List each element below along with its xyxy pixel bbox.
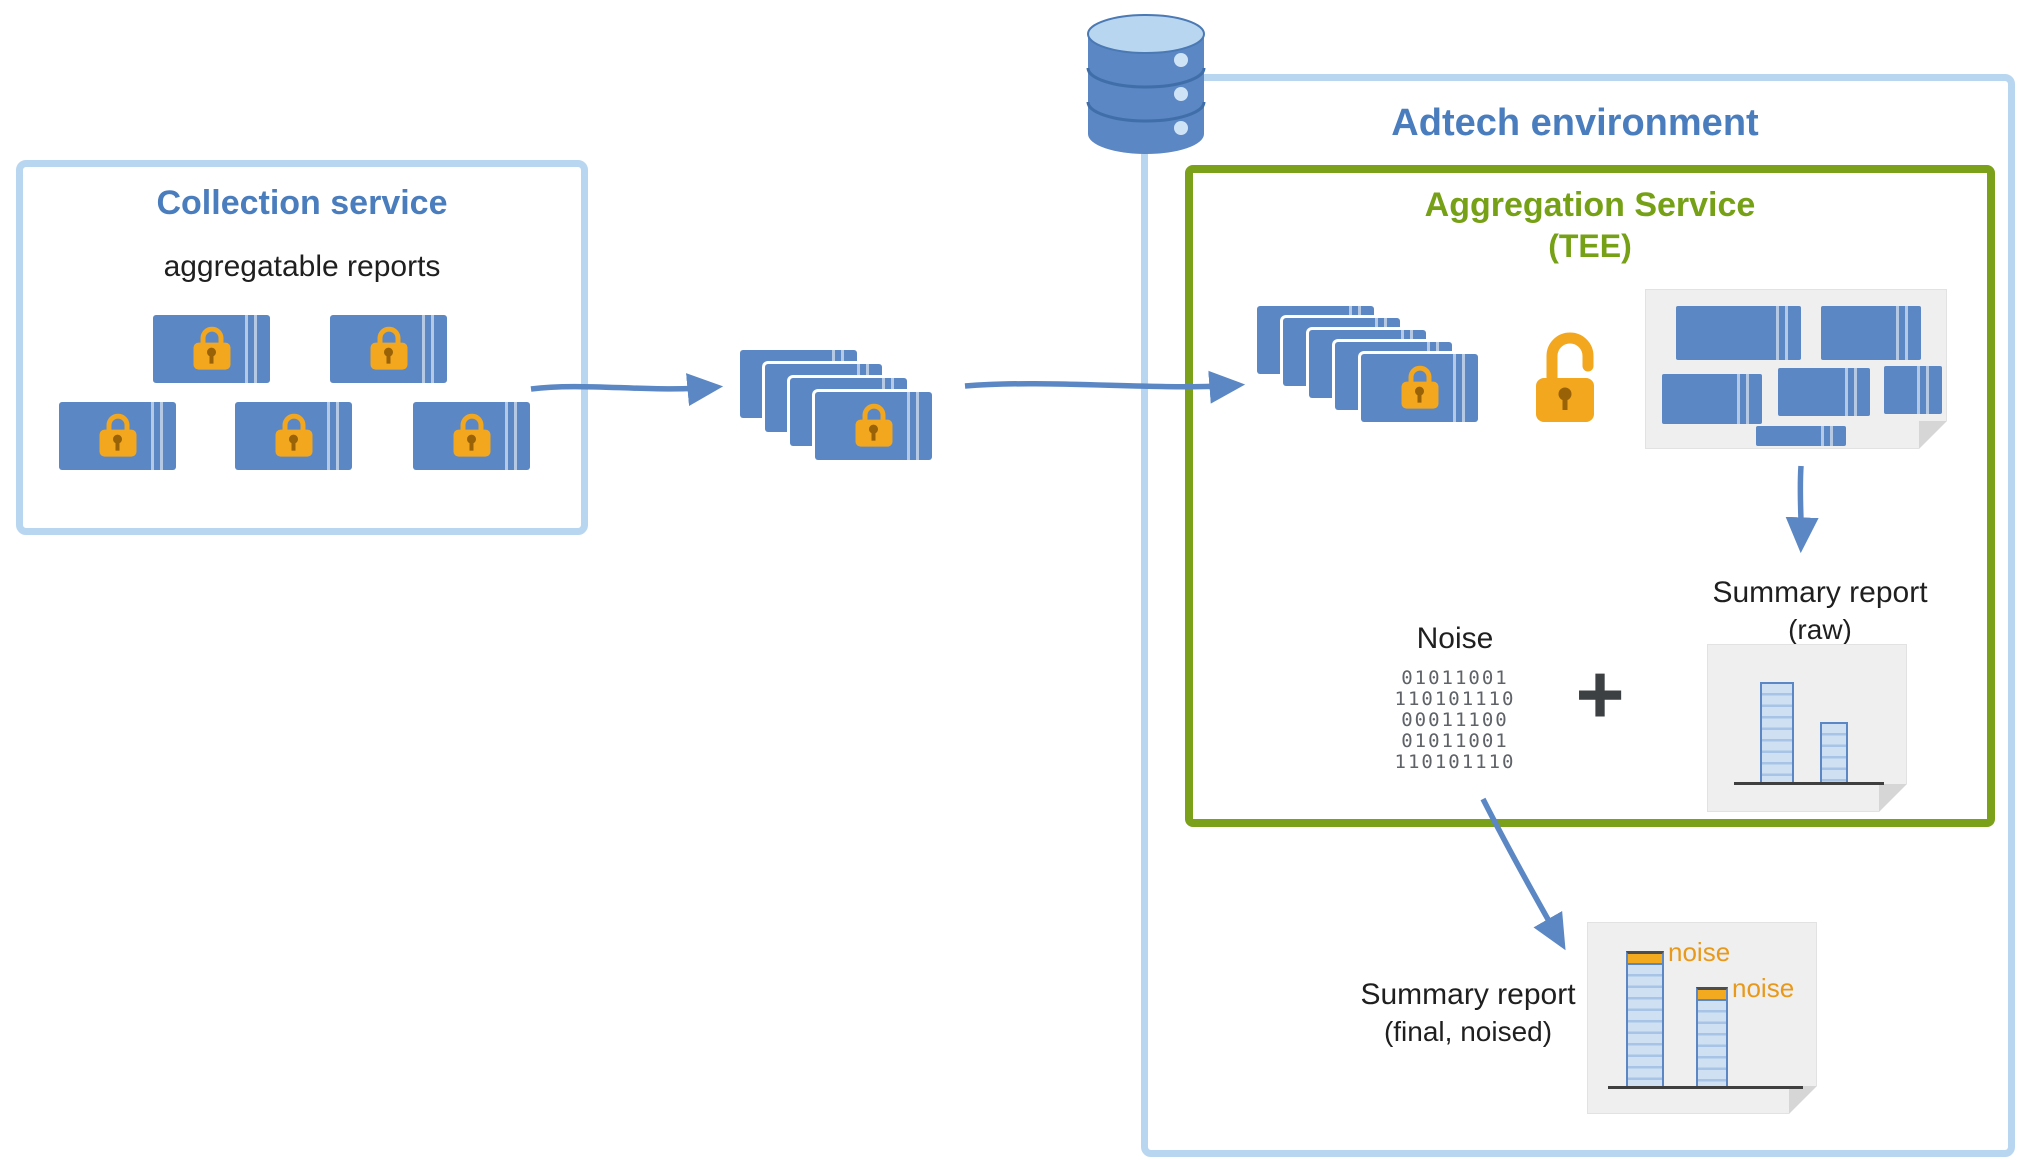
noise-binary-values: 01011001 110101110 00011100 01011001 110… (1372, 668, 1538, 773)
lock-icon (453, 413, 490, 457)
bar (1760, 682, 1794, 782)
noise-tag: noise (1732, 973, 1795, 1003)
summary-report-final-qualifier: (final, noised) (1383, 1016, 1553, 1047)
bar (1626, 963, 1664, 1086)
noise-tag: noise (1668, 937, 1731, 967)
bar (1696, 999, 1728, 1086)
summary-report-final-document: noise noise (1587, 922, 1817, 1114)
decrypted-reports-document (1645, 289, 1947, 449)
lock-icon (1401, 365, 1438, 409)
plus-icon: + (1575, 647, 1625, 741)
report-sheet (815, 392, 932, 460)
open-lock-icon (1536, 332, 1594, 422)
binary-line: 110101110 (1394, 688, 1516, 710)
decrypted-report (1821, 306, 1921, 360)
binary-line: 00011100 (1401, 709, 1509, 731)
aggregatable-reports-label: aggregatable reports (163, 250, 441, 283)
noise-cap (1626, 951, 1664, 963)
summary-report-raw-document (1707, 644, 1907, 812)
binary-line: 110101110 (1394, 751, 1516, 773)
chart-baseline (1608, 1086, 1803, 1089)
encrypted-report-icon (59, 402, 176, 470)
report-sheet (1361, 354, 1478, 422)
database-icon (1086, 14, 1206, 154)
noise-cap (1696, 987, 1728, 999)
encrypted-report-icon (330, 315, 447, 383)
lock-icon (193, 326, 230, 370)
noise-label: Noise (1416, 622, 1494, 655)
summary-report-final-title: Summary report (1360, 978, 1576, 1011)
bar (1820, 722, 1848, 782)
summary-report-raw-qualifier: (raw) (1788, 614, 1852, 645)
summary-report-raw-title: Summary report (1712, 576, 1928, 609)
binary-line: 01011001 (1401, 730, 1509, 752)
decrypted-report (1662, 374, 1762, 424)
encrypted-report-icon (413, 402, 530, 470)
chart-baseline (1734, 782, 1884, 785)
decrypted-report (1884, 366, 1942, 414)
lock-icon (99, 413, 136, 457)
adtech-environment-title: Adtech environment (1391, 102, 1759, 144)
aggregation-service-title: Aggregation Service (1424, 186, 1756, 224)
decrypted-report (1778, 368, 1870, 416)
decrypted-report (1676, 306, 1801, 360)
decrypted-report (1756, 426, 1846, 446)
collection-service-box (16, 160, 588, 535)
lock-icon (370, 326, 407, 370)
lock-icon (275, 413, 312, 457)
collection-service-title: Collection service (156, 184, 448, 222)
tee-label: (TEE) (1548, 228, 1632, 264)
binary-line: 01011001 (1401, 667, 1509, 689)
encrypted-report-icon (153, 315, 270, 383)
lock-icon (855, 403, 892, 447)
encrypted-report-icon (235, 402, 352, 470)
